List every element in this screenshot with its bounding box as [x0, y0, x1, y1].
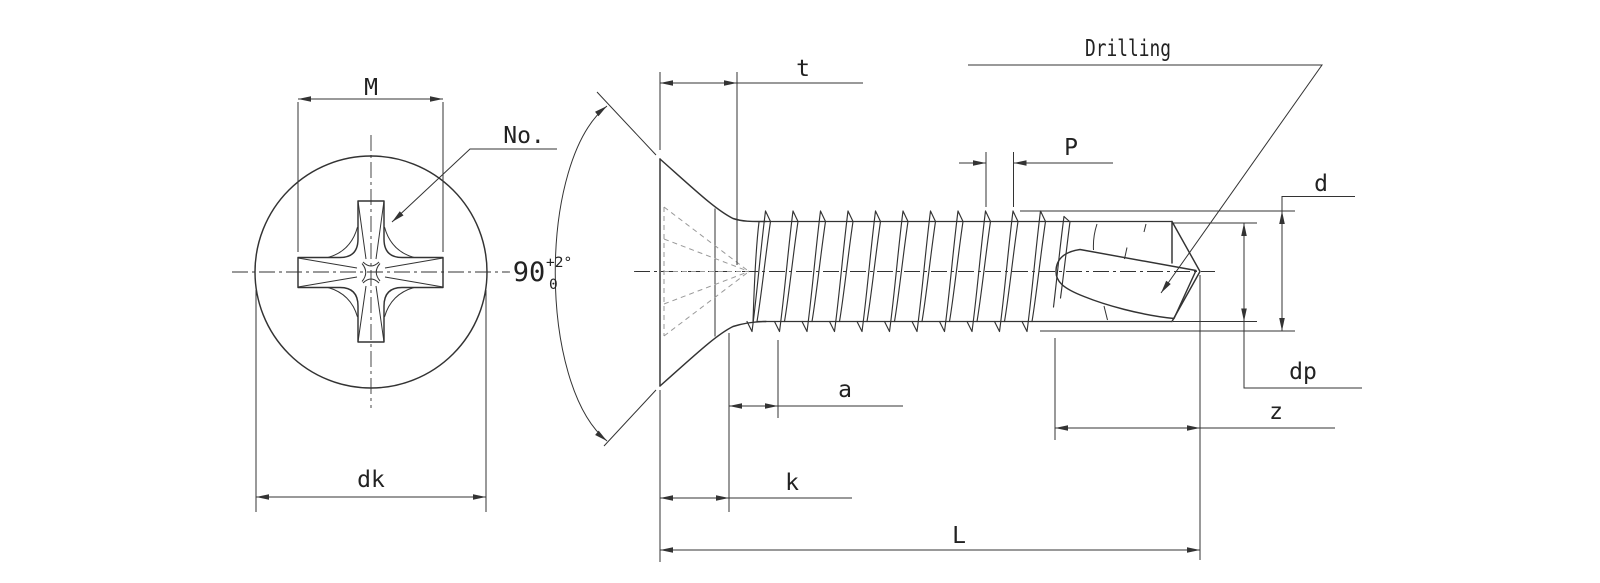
arrowhead-icon [1279, 211, 1285, 224]
arrowhead-icon [765, 403, 778, 409]
k-dimension-label: k [785, 470, 799, 496]
t-dimension-lines [659, 72, 863, 265]
arrowhead-icon [1187, 425, 1200, 431]
recess-wing-arcs [327, 226, 415, 318]
k-dimension-lines [659, 390, 852, 562]
angle-value-label: 90 [513, 257, 546, 288]
t-dimension-label: t [796, 56, 810, 82]
arrowhead-icon [595, 430, 607, 441]
dk-dimension-label: dk [357, 467, 385, 493]
p-dimension-lines [959, 152, 1113, 207]
recess-hidden-lines [663, 206, 750, 337]
a-dimension-label: a [838, 377, 852, 403]
arrowhead-icon [729, 403, 742, 409]
a-dimension-lines [728, 333, 903, 512]
head-bottom-profile [659, 320, 767, 387]
arrowhead-icon [1013, 160, 1027, 166]
d-dimension-label: d [1314, 171, 1328, 197]
z-dimension-lines [1054, 275, 1335, 560]
arrowhead-icon [1279, 318, 1285, 331]
recess-flank-lines [297, 200, 444, 343]
arrowhead-icon [1241, 223, 1247, 236]
m-dimension-label: M [364, 75, 378, 101]
arrowhead-icon [430, 96, 443, 102]
dp-dimension-lines [1172, 222, 1362, 389]
recess-center-detail [361, 261, 381, 284]
dp-dimension-label: dp [1289, 359, 1317, 385]
arrowhead-icon [392, 211, 404, 222]
l-dimension-label: L [952, 523, 966, 549]
thread-helix [746, 210, 1047, 333]
arrowhead-icon [1241, 308, 1247, 322]
head-top-profile [659, 158, 767, 223]
arrowhead-icon [660, 495, 673, 501]
arrowhead-icon [256, 494, 269, 500]
arrowhead-icon [973, 160, 986, 166]
no-label: No. [503, 123, 545, 149]
side-view: 90 +2° 0 t P Drilling d dp z a k L [513, 36, 1362, 562]
arrowhead-icon [660, 547, 673, 553]
arrowhead-icon [1187, 547, 1200, 553]
angle-extension-lines [596, 91, 657, 447]
drill-flute [1055, 248, 1197, 320]
drill-flute-ticks [1092, 223, 1147, 321]
drill-cone [1171, 220, 1201, 323]
head-circle [254, 155, 488, 389]
arrowhead-icon [595, 106, 607, 117]
p-dimension-label: P [1064, 135, 1078, 161]
d-dimension-lines [1020, 196, 1355, 332]
arrowhead-icon [298, 96, 311, 102]
arrowhead-icon [473, 494, 486, 500]
thread-root-lines [757, 220, 1173, 323]
phillips-recess-outline [297, 200, 444, 343]
arrowhead-icon [1161, 280, 1171, 293]
angle-arc [554, 105, 608, 442]
angle-tol-upper-label: +2° [546, 255, 572, 271]
drilling-leader-line [968, 64, 1323, 294]
arrowhead-icon [724, 80, 737, 86]
thread-runout [752, 215, 1071, 323]
arrowhead-icon [660, 80, 673, 86]
z-dimension-label: z [1269, 399, 1283, 425]
arrowhead-icon [1055, 425, 1068, 431]
angle-tol-lower-label: 0 [549, 277, 558, 293]
m-dimension-lines [297, 98, 444, 252]
arrowhead-icon [716, 495, 729, 501]
drilling-label: Drilling [1085, 36, 1171, 62]
no-leader-line [391, 148, 557, 223]
front-view: M No. dk [232, 75, 557, 512]
dk-dimension-lines [255, 290, 487, 512]
dimension-arrowheads [256, 80, 1285, 553]
